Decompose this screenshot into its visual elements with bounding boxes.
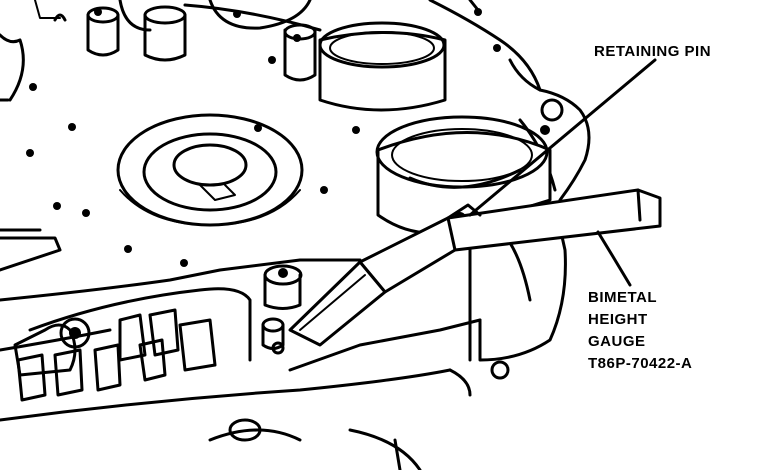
leader-lines bbox=[468, 58, 657, 287]
gauge-label-line-2: HEIGHT bbox=[588, 311, 648, 328]
retaining-pin-leader bbox=[468, 58, 657, 217]
bimetal-height-gauge bbox=[288, 188, 662, 347]
gauge-label-line-1: BIMETAL bbox=[588, 289, 657, 306]
gauge-label-line-3: GAUGE bbox=[588, 333, 646, 350]
retaining-pin-label: RETAINING PIN bbox=[594, 43, 711, 60]
gauge-label: BIMETAL HEIGHT GAUGE T86P-70422-A bbox=[588, 289, 692, 372]
gauge-label-line-4: T86P-70422-A bbox=[588, 355, 692, 372]
gauge-leader bbox=[596, 230, 632, 287]
